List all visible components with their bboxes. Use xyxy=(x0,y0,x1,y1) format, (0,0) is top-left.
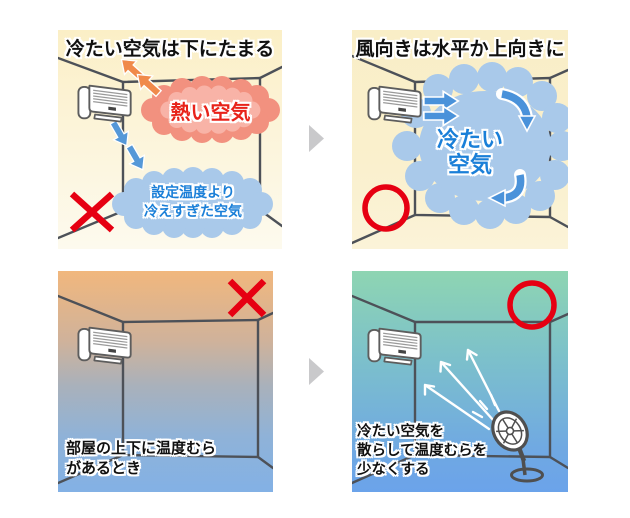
panel3-caption: 部屋の上下に温度むら があるとき xyxy=(66,440,217,477)
circulation-arrow-left-icon xyxy=(487,169,527,208)
cold-air-down-arrows-icon xyxy=(105,117,151,175)
electric-fan-icon xyxy=(471,393,544,483)
next-step-arrow-top xyxy=(309,125,324,152)
room-outline xyxy=(352,294,568,485)
fan-airflow-arrows-icon xyxy=(423,348,501,431)
overcooled-air-label: 設定温度より 冷えすぎた空気 xyxy=(144,184,242,219)
panel2-title: 風向きは水平か上向きに xyxy=(355,39,565,60)
hot-air-label: 熱い空気 xyxy=(170,102,251,124)
x-mark-icon xyxy=(227,278,267,318)
panel-airflow-direction: 風向きは水平か上向きに 冷たい 空気 xyxy=(352,30,568,249)
room-outline xyxy=(58,294,273,485)
panel1-title: 冷たい空気は下にたまる xyxy=(65,39,275,60)
cold-air-label: 冷たい 空気 xyxy=(436,127,503,177)
circle-mark-icon xyxy=(362,184,410,232)
circle-mark-icon xyxy=(507,280,557,330)
panel-cold-air-settles: 冷たい空気は下にたまる 熱い空気 設定温度より 冷えすぎた空気 xyxy=(58,30,282,249)
panel4-caption: 冷たい空気を 散らして温度むらを 少なくする xyxy=(357,424,488,478)
circulation-arrow-down-icon xyxy=(496,88,537,133)
panel-fan-circulation: 冷たい空気を 散らして温度むらを 少なくする xyxy=(352,271,568,492)
x-mark-icon xyxy=(69,191,115,233)
air-conditioner-icon xyxy=(367,327,422,366)
panel-temperature-unevenness: 部屋の上下に温度むら があるとき xyxy=(58,271,273,492)
next-step-arrow-bottom xyxy=(309,358,324,385)
